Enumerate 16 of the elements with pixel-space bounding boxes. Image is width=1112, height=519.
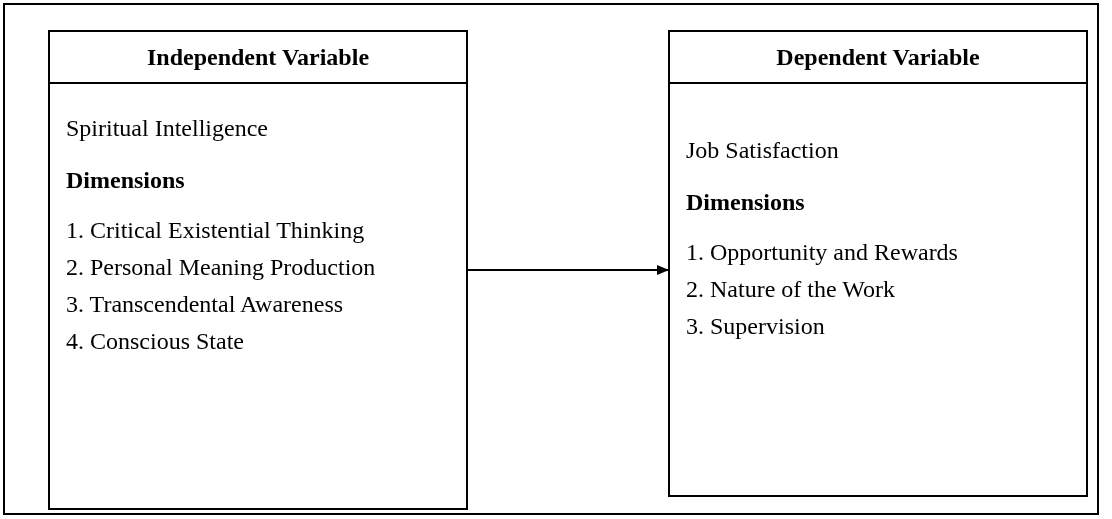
variable-name: Job Satisfaction bbox=[686, 136, 840, 165]
variable-box bbox=[668, 30, 1088, 497]
box-heading: Independent Variable bbox=[146, 43, 370, 72]
variable-name: Spiritual Intelligence bbox=[66, 114, 269, 143]
list-item: 2. Personal Meaning Production bbox=[66, 253, 377, 282]
list-item: 3. Supervision bbox=[686, 312, 826, 341]
box-heading: Dependent Variable bbox=[776, 43, 980, 72]
list-item: 3. Transcendental Awareness bbox=[66, 290, 345, 319]
arrow bbox=[467, 265, 669, 275]
section-heading: Dimensions bbox=[66, 166, 186, 195]
variable-box bbox=[48, 30, 468, 510]
section-heading: Dimensions bbox=[686, 188, 806, 217]
list-item: 1. Opportunity and Rewards bbox=[686, 238, 959, 267]
list-item: 2. Nature of the Work bbox=[686, 275, 896, 304]
list-item: 1. Critical Existential Thinking bbox=[66, 216, 366, 245]
list-item: 4. Conscious State bbox=[66, 327, 245, 356]
